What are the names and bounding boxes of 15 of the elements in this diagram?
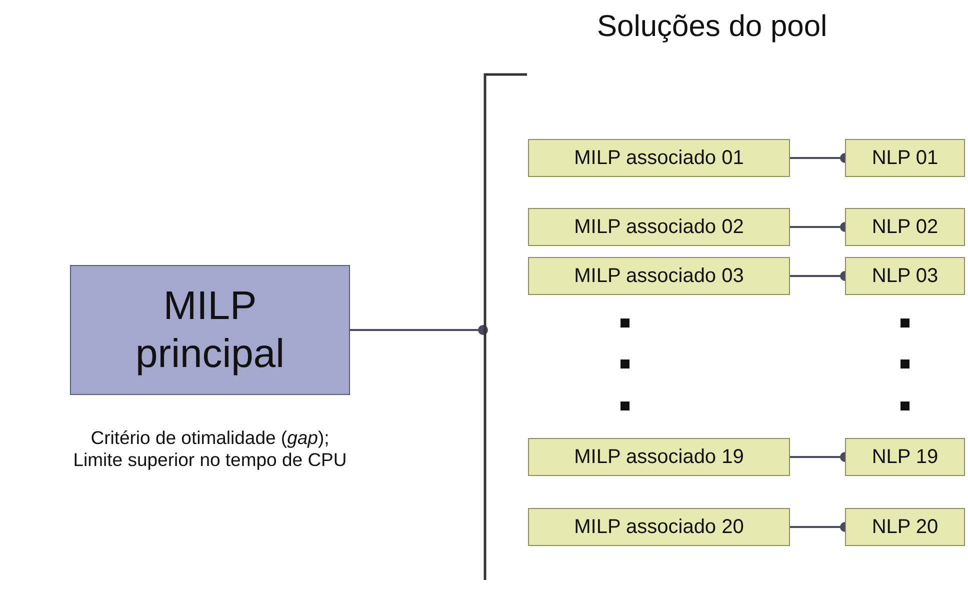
solution-box: NLP 20 — [845, 508, 965, 546]
note-text: Critério de otimalidade (gap); Limite superior no tempo de CPU — [72, 427, 348, 471]
solution-box: NLP 03 — [845, 257, 965, 295]
connector — [350, 325, 488, 335]
solution-box: MILP associado 03 — [528, 257, 790, 295]
solution-box: MILP associado 02 — [528, 208, 790, 246]
solution-box: NLP 02 — [845, 208, 965, 246]
process-box: MILP principal — [70, 265, 350, 395]
solution-box: MILP associado 19 — [528, 438, 790, 476]
title: Soluções do pool — [597, 10, 828, 44]
solution-box: NLP 19 — [845, 438, 965, 476]
bracket-bar — [483, 73, 527, 580]
solution-box: MILP associado 20 — [528, 508, 790, 546]
solution-box: MILP associado 01 — [528, 139, 790, 177]
solution-box: NLP 01 — [845, 139, 965, 177]
